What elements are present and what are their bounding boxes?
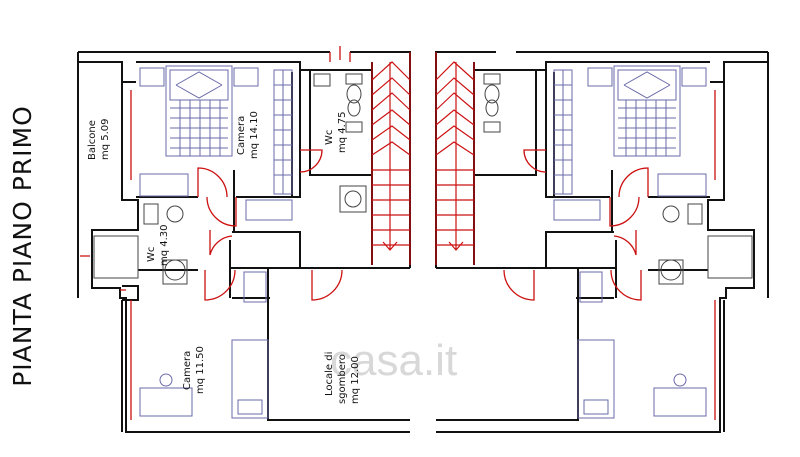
right-unit — [435, 51, 769, 433]
desk-icon — [139, 173, 293, 221]
left-unit — [77, 46, 411, 433]
door-swings — [80, 46, 351, 420]
bathroom-fixtures — [93, 203, 188, 285]
room-area: mq 11.50 — [195, 346, 206, 394]
room-name: Camera — [182, 351, 193, 390]
single-bed-icon — [139, 271, 269, 419]
room-name: Wc — [146, 247, 157, 262]
wardrobe-icon — [273, 69, 293, 195]
room-label-wc-left: Wc mq 4.30 — [146, 224, 170, 266]
room-area: mq 14.10 — [249, 111, 260, 159]
room-name: Locale di — [324, 352, 335, 396]
room-label-wc-top: Wc mq 4.75 — [324, 111, 348, 153]
room-name: Wc — [324, 130, 335, 145]
room-area: mq 5.09 — [100, 118, 111, 160]
room-label-locale: Locale di sgombero mq 12.00 — [324, 352, 361, 404]
double-bed-icon — [165, 65, 233, 157]
room-name: Balcone — [87, 120, 98, 160]
room-label-camera-top: Camera mq 14.10 — [236, 111, 260, 159]
room-area: mq 12.00 — [350, 356, 361, 404]
room-label-balcone: Balcone mq 5.09 — [87, 118, 111, 160]
room-name: Camera — [236, 116, 247, 155]
room-label-camera-bottom: Camera mq 11.50 — [182, 346, 206, 394]
watermark: casa.it — [330, 336, 457, 385]
toilet-icon — [313, 73, 363, 133]
room-area: mq 4.30 — [159, 224, 170, 266]
room-area: mq 4.75 — [337, 111, 348, 153]
room-subname: sgombero — [337, 354, 348, 404]
staircase — [371, 52, 411, 265]
nightstand-icon — [139, 67, 259, 87]
washing-machine-icon — [339, 185, 367, 213]
